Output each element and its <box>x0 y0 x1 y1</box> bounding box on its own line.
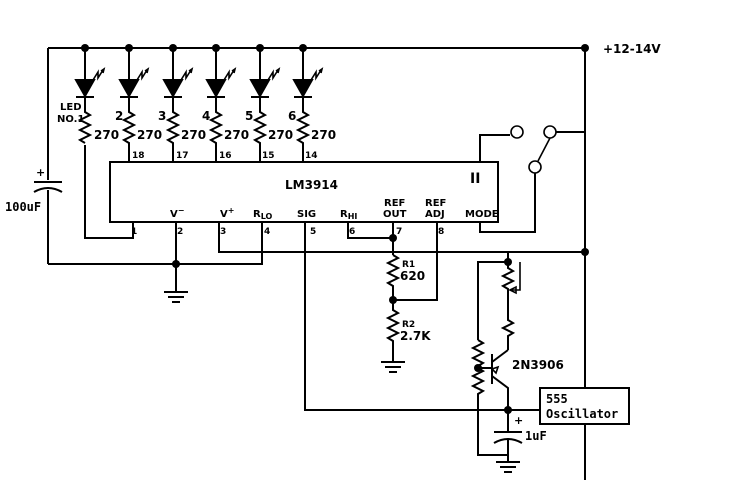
vminus-label: V− <box>170 206 184 220</box>
led-5-resistor-value: 270 <box>268 128 293 142</box>
r2-value: 2.7K <box>400 329 431 343</box>
ground-symbol-r2 <box>381 361 405 373</box>
bottom-wiring <box>48 145 589 411</box>
led-5-light-icon <box>267 67 281 81</box>
r1-name: R1 <box>402 260 415 270</box>
pin-3-label: 3 <box>220 227 226 237</box>
capacitor-small-value: 1uF <box>525 429 547 443</box>
led-column-5 <box>249 44 281 162</box>
ground-symbol-cap <box>496 461 520 473</box>
led-column-1 <box>74 44 106 144</box>
resistor-r1 <box>385 254 401 300</box>
led-2-resistor-value: 270 <box>137 128 162 142</box>
capacitor-main-value: 100uF <box>5 200 41 214</box>
ic-mode-mark: II <box>470 171 480 187</box>
oscillator-555-box <box>539 387 630 425</box>
refadj-label-top: REF <box>425 198 446 209</box>
capacitor-small-plus: + <box>514 414 523 427</box>
r2-name: R2 <box>402 320 415 330</box>
led-column-4 <box>205 44 237 162</box>
led-1-label-top: LED <box>60 102 82 113</box>
pin-16-label: 16 <box>219 151 232 161</box>
pin-2-label: 2 <box>177 227 183 237</box>
pin-17-label: 17 <box>176 151 189 161</box>
led-6-number: 6 <box>288 109 296 123</box>
led-columns <box>74 44 324 162</box>
capacitor-100uf <box>33 181 63 264</box>
ic-name: LM3914 <box>285 178 338 192</box>
capacitor-main-plus: + <box>36 166 45 179</box>
led-column-6 <box>292 44 324 162</box>
refout-label-bottom: OUT <box>383 209 407 220</box>
led-2-number: 2 <box>115 109 123 123</box>
led-3-light-icon <box>180 67 194 81</box>
led-3-resistor-value: 270 <box>181 128 206 142</box>
led-3-number: 3 <box>158 109 166 123</box>
pin-7-label: 7 <box>396 227 402 237</box>
led-column-2 <box>118 44 150 162</box>
led-3-diode <box>162 79 184 99</box>
oscillator-line-1: 555 <box>546 392 568 406</box>
pin-6-label: 6 <box>349 227 355 237</box>
led-1-label-bottom: NO.1 <box>57 114 84 125</box>
rlo-label: RLO <box>253 209 273 221</box>
oscillator-line-2: Oscillator <box>546 407 618 421</box>
mode-switch <box>479 125 585 233</box>
refadj-label-bottom: ADJ <box>425 209 445 220</box>
mode-label: MODE <box>465 209 499 220</box>
led-4-resistor-value: 270 <box>224 128 249 142</box>
led-4-diode <box>205 79 227 99</box>
rhi-label: RHI <box>340 209 357 221</box>
transistor-label: 2N3906 <box>512 358 564 372</box>
pin-5-label: 5 <box>310 227 316 237</box>
pin-15-label: 15 <box>262 151 275 161</box>
led-1-light-icon <box>92 67 106 81</box>
pin-1-label: 1 <box>131 227 137 237</box>
pin-14-label: 14 <box>305 151 318 161</box>
r1-value: 620 <box>400 269 425 283</box>
sig-label: SIG <box>297 209 316 220</box>
pin-8-label: 8 <box>438 227 444 237</box>
led-4-light-icon <box>223 67 237 81</box>
led-6-light-icon <box>310 67 324 81</box>
led-2-light-icon <box>136 67 150 81</box>
led-5-diode <box>249 79 271 99</box>
led-6-diode <box>292 79 314 99</box>
led-5-number: 5 <box>245 109 253 123</box>
led-4-number: 4 <box>202 109 210 123</box>
supply-voltage-label: +12-14V <box>603 42 661 56</box>
led-1-diode <box>74 79 96 99</box>
led-1-resistor-value: 270 <box>94 128 119 142</box>
led-2-diode <box>118 79 140 99</box>
pin-4-label: 4 <box>264 227 270 237</box>
ground-symbol-ic <box>164 291 188 303</box>
led-column-3 <box>162 44 194 162</box>
transistor-network <box>470 252 523 462</box>
resistor-r2 <box>385 300 401 362</box>
pin-18-label: 18 <box>132 151 145 161</box>
refout-label-top: REF <box>384 198 405 209</box>
led-6-resistor-value: 270 <box>311 128 336 142</box>
vplus-label: V+ <box>220 206 234 220</box>
